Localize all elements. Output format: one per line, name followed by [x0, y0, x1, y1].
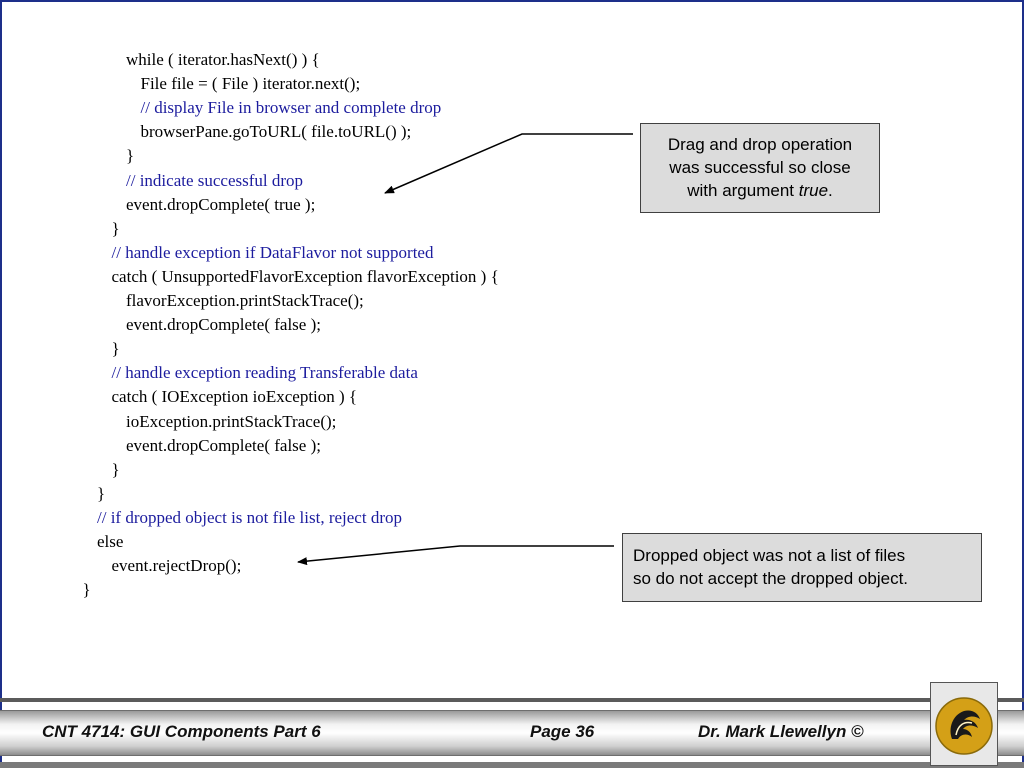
code-comment-line: // handle exception if DataFlavor not su… [111, 242, 434, 262]
code-line: catch ( UnsupportedFlavorException flavo… [111, 266, 499, 286]
success-callout-line-1: Drag and drop operation [667, 135, 853, 154]
code-line: ioException.printStackTrace(); [126, 411, 337, 431]
code-comment-line: // indicate successful drop [126, 170, 304, 190]
code-comment-line: // if dropped object is not file list, r… [97, 507, 402, 527]
code-line: event.rejectDrop(); [111, 556, 242, 576]
footer-bar [0, 710, 1024, 756]
success-callout-line-3: with argument true. [641, 179, 879, 202]
code-line: } [82, 580, 91, 600]
code-line: flavorException.printStackTrace(); [126, 291, 364, 310]
code-line: event.dropComplete( true ); [126, 194, 316, 214]
callout-arrows [297, 133, 633, 566]
code-line: catch ( IOException ioException ) { [111, 387, 358, 407]
code-line: } [97, 483, 106, 503]
code-comment-line: // display File in browser and complete … [140, 98, 442, 118]
code-line: browserPane.goToURL( file.toURL() ); [140, 122, 412, 142]
success-arrow [384, 133, 633, 194]
footer-divider-bottom [0, 762, 1024, 768]
success-callout-emphasis: true [798, 181, 829, 200]
success-callout: Drag and drop operation was successful s… [640, 123, 880, 213]
reject-callout: Dropped object was not a list of files s… [622, 533, 982, 602]
success-callout-line-2: was successful so close [669, 158, 851, 177]
reject-arrow [297, 545, 614, 566]
reject-callout-line-2: so do not accept the dropped object. [633, 569, 909, 588]
slide-footer: CNT 4714: GUI Components Part 6 Page 36 … [0, 698, 1024, 768]
footer-page-number: Page 36 [530, 722, 595, 741]
code-line: File file = ( File ) iterator.next(); [140, 74, 361, 94]
reject-callout-line-1: Dropped object was not a list of files [633, 546, 906, 565]
code-line: while ( iterator.hasNext() ) { [126, 50, 320, 69]
code-comment-line: // handle exception reading Transferable… [111, 363, 418, 383]
success-callout-prefix: with argument [687, 181, 799, 200]
code-line: } [111, 339, 120, 359]
code-line: } [111, 459, 120, 479]
logo-frame [930, 682, 998, 766]
success-callout-suffix: . [828, 181, 833, 200]
footer-course-title: CNT 4714: GUI Components Part 6 [42, 722, 321, 741]
code-line: else [97, 532, 124, 551]
footer-divider-top [0, 698, 1024, 702]
footer-author: Dr. Mark Llewellyn © [698, 722, 864, 741]
pegasus-logo-icon [935, 697, 993, 755]
code-line: event.dropComplete( false ); [126, 315, 321, 335]
code-line: } [126, 146, 135, 166]
code-line: } [111, 218, 120, 238]
code-listing: while ( iterator.hasNext() ) { File file … [0, 0, 620, 600]
code-line: event.dropComplete( false ); [126, 435, 321, 455]
